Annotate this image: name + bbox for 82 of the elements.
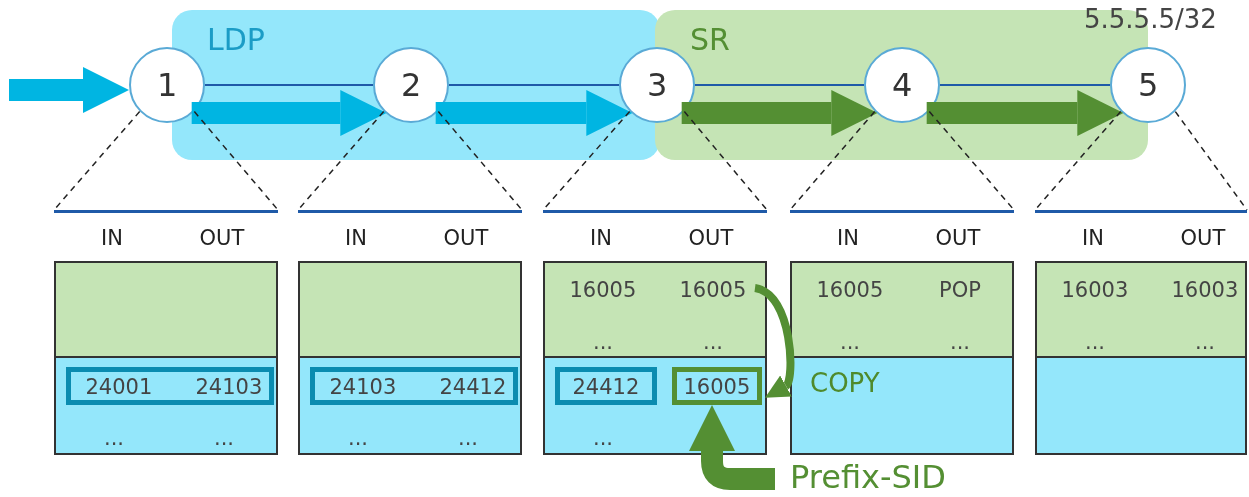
router-number: 1: [157, 69, 178, 101]
sr-label-section: [543, 261, 767, 358]
label-table: [54, 210, 278, 452]
router-number: 5: [1138, 69, 1159, 101]
flow-arrow: [926, 90, 1124, 136]
link-line: [694, 84, 865, 86]
label-value: POP: [939, 279, 981, 301]
sr-label-section: [790, 261, 1014, 358]
column-header: IN: [345, 227, 367, 249]
column-header: OUT: [1180, 227, 1226, 249]
label-value: ...: [593, 427, 614, 449]
label-value: 24412: [439, 376, 507, 398]
action-label: COPY: [810, 370, 880, 396]
label-value: 16005: [569, 279, 637, 301]
label-value: 16003: [1061, 279, 1129, 301]
domain-label: LDP: [207, 25, 265, 55]
ldp-label-section: [543, 356, 767, 455]
label-table: [790, 210, 1014, 452]
ip-prefix-label: 5.5.5.5/32: [1084, 6, 1217, 32]
zoom-guide-line: [437, 110, 523, 211]
column-header: OUT: [199, 227, 245, 249]
zoom-guide-line: [1034, 110, 1122, 211]
column-header: OUT: [443, 227, 489, 249]
label-value: 16005: [683, 376, 751, 398]
zoom-guide-line: [1174, 110, 1248, 211]
zoom-guide-line: [683, 110, 768, 211]
label-table: [543, 210, 767, 452]
flow-arrow: [681, 90, 878, 136]
router-number: 3: [647, 69, 668, 101]
label-value: 24103: [195, 376, 263, 398]
column-header: IN: [590, 227, 612, 249]
router-circle: [864, 47, 940, 123]
flow-arrow: [435, 90, 633, 136]
router-number: 2: [401, 69, 422, 101]
router-circle: [373, 47, 449, 123]
label-value: ...: [348, 427, 369, 449]
ldp-label-section: [1035, 356, 1247, 455]
label-value: ...: [840, 331, 861, 353]
sr-label-section: [1035, 261, 1247, 358]
label-table: [1035, 210, 1247, 452]
label-value: ...: [703, 331, 724, 353]
link-line: [448, 84, 620, 86]
label-binding-box: [66, 367, 274, 405]
label-value: 24103: [329, 376, 397, 398]
column-header: IN: [1082, 227, 1104, 249]
ldp-label-section: [790, 356, 1014, 455]
label-value: 16005: [816, 279, 884, 301]
flow-arrow: [191, 90, 387, 136]
label-value: ...: [950, 331, 971, 353]
router-number: 4: [892, 69, 913, 101]
column-header: OUT: [688, 227, 734, 249]
label-value: ...: [104, 427, 125, 449]
column-header: OUT: [935, 227, 981, 249]
link-line: [204, 84, 374, 86]
prefix-sid-text: Prefix-SID: [790, 461, 946, 493]
label-value: 16003: [1171, 279, 1239, 301]
zoom-guide-line: [928, 110, 1015, 211]
label-value: 16005: [679, 279, 747, 301]
label-value: ...: [458, 427, 479, 449]
zoom-guide-line: [297, 110, 385, 211]
label-binding-box: [555, 367, 657, 405]
sr-label-section: [54, 261, 278, 358]
domain-label: SR: [690, 25, 730, 55]
sr-label-section: [298, 261, 522, 358]
zoom-guide-line: [53, 110, 141, 211]
label-value: ...: [593, 331, 614, 353]
ldp-label-section: [54, 356, 278, 455]
flow-arrow: [9, 67, 129, 113]
label-value: 24001: [85, 376, 153, 398]
label-value: 24412: [572, 376, 640, 398]
ldp-label-section: [298, 356, 522, 455]
label-value: ...: [1195, 331, 1216, 353]
label-binding-box: [672, 367, 762, 405]
column-header: IN: [837, 227, 859, 249]
label-value: ...: [1085, 331, 1106, 353]
column-header: IN: [101, 227, 123, 249]
link-line: [939, 84, 1111, 86]
zoom-guide-line: [193, 110, 279, 211]
label-table: [298, 210, 522, 452]
zoom-guide-line: [789, 110, 876, 211]
label-value: ...: [214, 427, 235, 449]
label-binding-box: [310, 367, 518, 405]
